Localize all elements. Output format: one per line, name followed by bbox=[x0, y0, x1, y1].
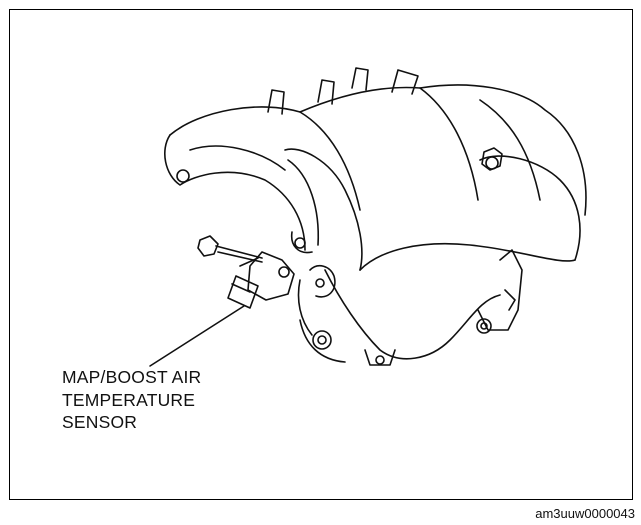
intake-manifold bbox=[164, 67, 587, 366]
figure-code: am3uuw0000043 bbox=[535, 506, 635, 521]
callout-leader-line bbox=[149, 305, 245, 367]
callout-line-1: MAP/BOOST AIR bbox=[62, 367, 202, 387]
figure-frame bbox=[9, 9, 633, 500]
mounting-bolt bbox=[197, 235, 263, 263]
callout-line-2: TEMPERATURE bbox=[62, 389, 196, 410]
sensor-callout-label: MAP/BOOST AIR TEMPERATURE SENSOR bbox=[62, 366, 201, 434]
callout-line-3: SENSOR bbox=[62, 412, 138, 432]
map-sensor bbox=[227, 251, 295, 309]
